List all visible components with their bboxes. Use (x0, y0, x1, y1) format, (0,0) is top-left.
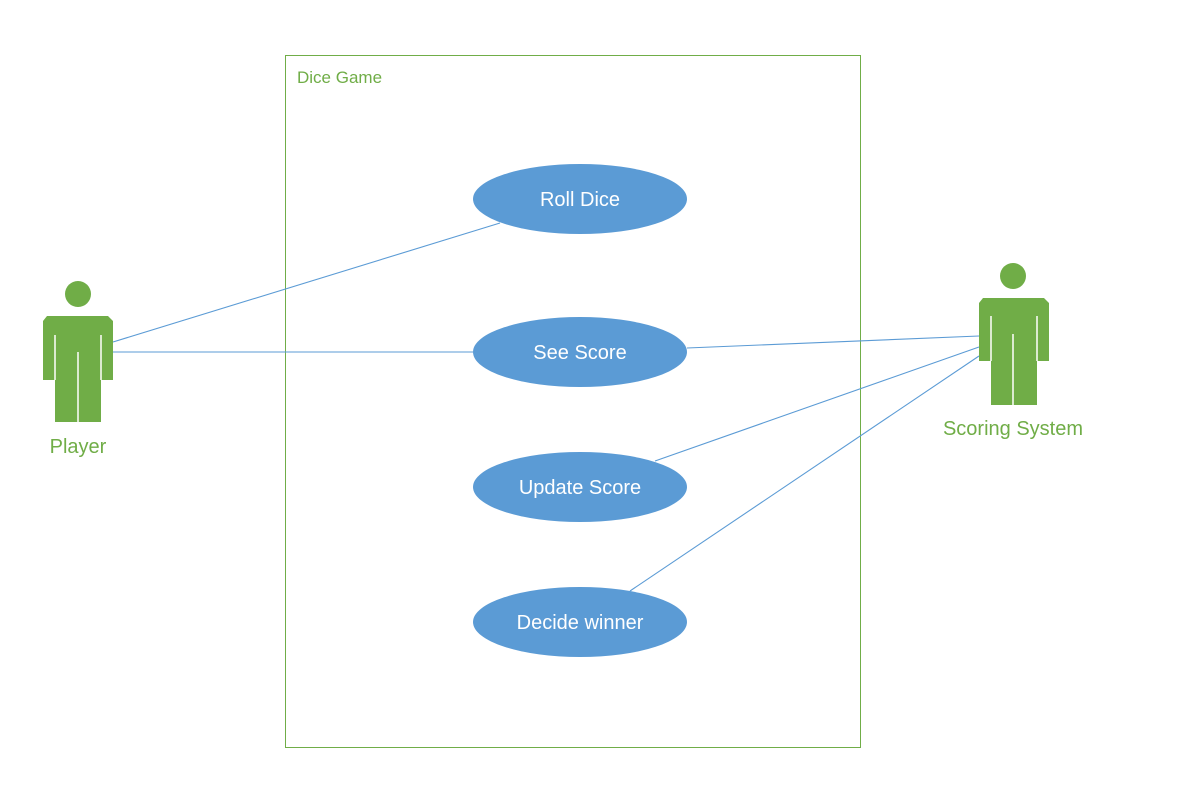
actor-player[interactable]: Player (43, 281, 113, 458)
system-title: Dice Game (297, 68, 382, 87)
person-icon-detail-lines (54, 335, 102, 422)
use-case-ellipse (473, 164, 687, 234)
person-icon (979, 263, 1049, 405)
association-scoring-see-score (686, 335, 980, 349)
use-case-label: See Score (533, 342, 626, 364)
use-case-ellipse (473, 452, 687, 522)
use-case-roll-dice[interactable]: Roll Dice (473, 164, 687, 234)
association-player-roll-dice (112, 222, 501, 343)
use-case-label: Update Score (519, 477, 641, 499)
system-boundary (285, 55, 861, 748)
use-case-ellipse (473, 317, 687, 387)
person-icon-detail-lines (990, 316, 1038, 405)
use-case-label: Decide winner (517, 612, 644, 634)
actor-scoring-system[interactable]: Scoring System (943, 263, 1083, 440)
use-case-ellipse (473, 587, 687, 657)
actor-label: Player (50, 436, 107, 458)
associations (112, 222, 980, 592)
association-scoring-update-score (654, 346, 980, 462)
association-scoring-decide-winner (629, 355, 980, 592)
use-case-label: Roll Dice (540, 189, 620, 211)
actor-label: Scoring System (943, 418, 1083, 440)
use-case-see-score[interactable]: See Score (473, 317, 687, 387)
use-case-decide-winner[interactable]: Decide winner (473, 587, 687, 657)
use-case-update-score[interactable]: Update Score (473, 452, 687, 522)
